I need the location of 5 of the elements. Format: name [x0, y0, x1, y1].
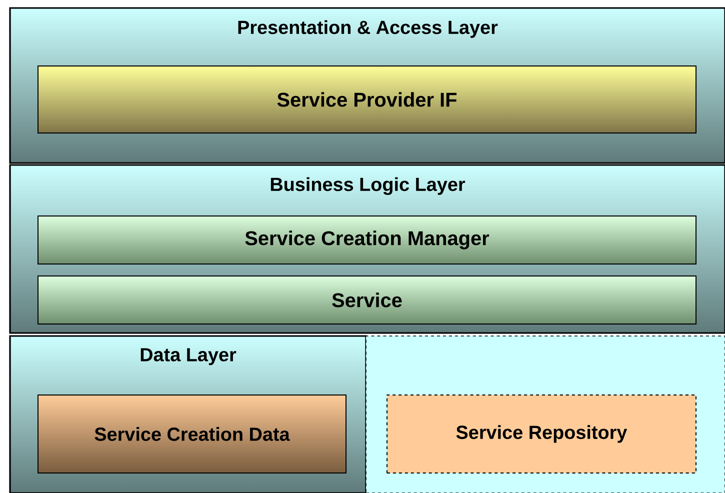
component-box: Service Creation Data	[38, 394, 346, 474]
component-box: Service Provider IF	[38, 66, 696, 134]
component-box: Service Repository	[386, 394, 696, 474]
component-box: Service	[38, 276, 696, 324]
component-box: Service Creation Manager	[38, 216, 696, 264]
